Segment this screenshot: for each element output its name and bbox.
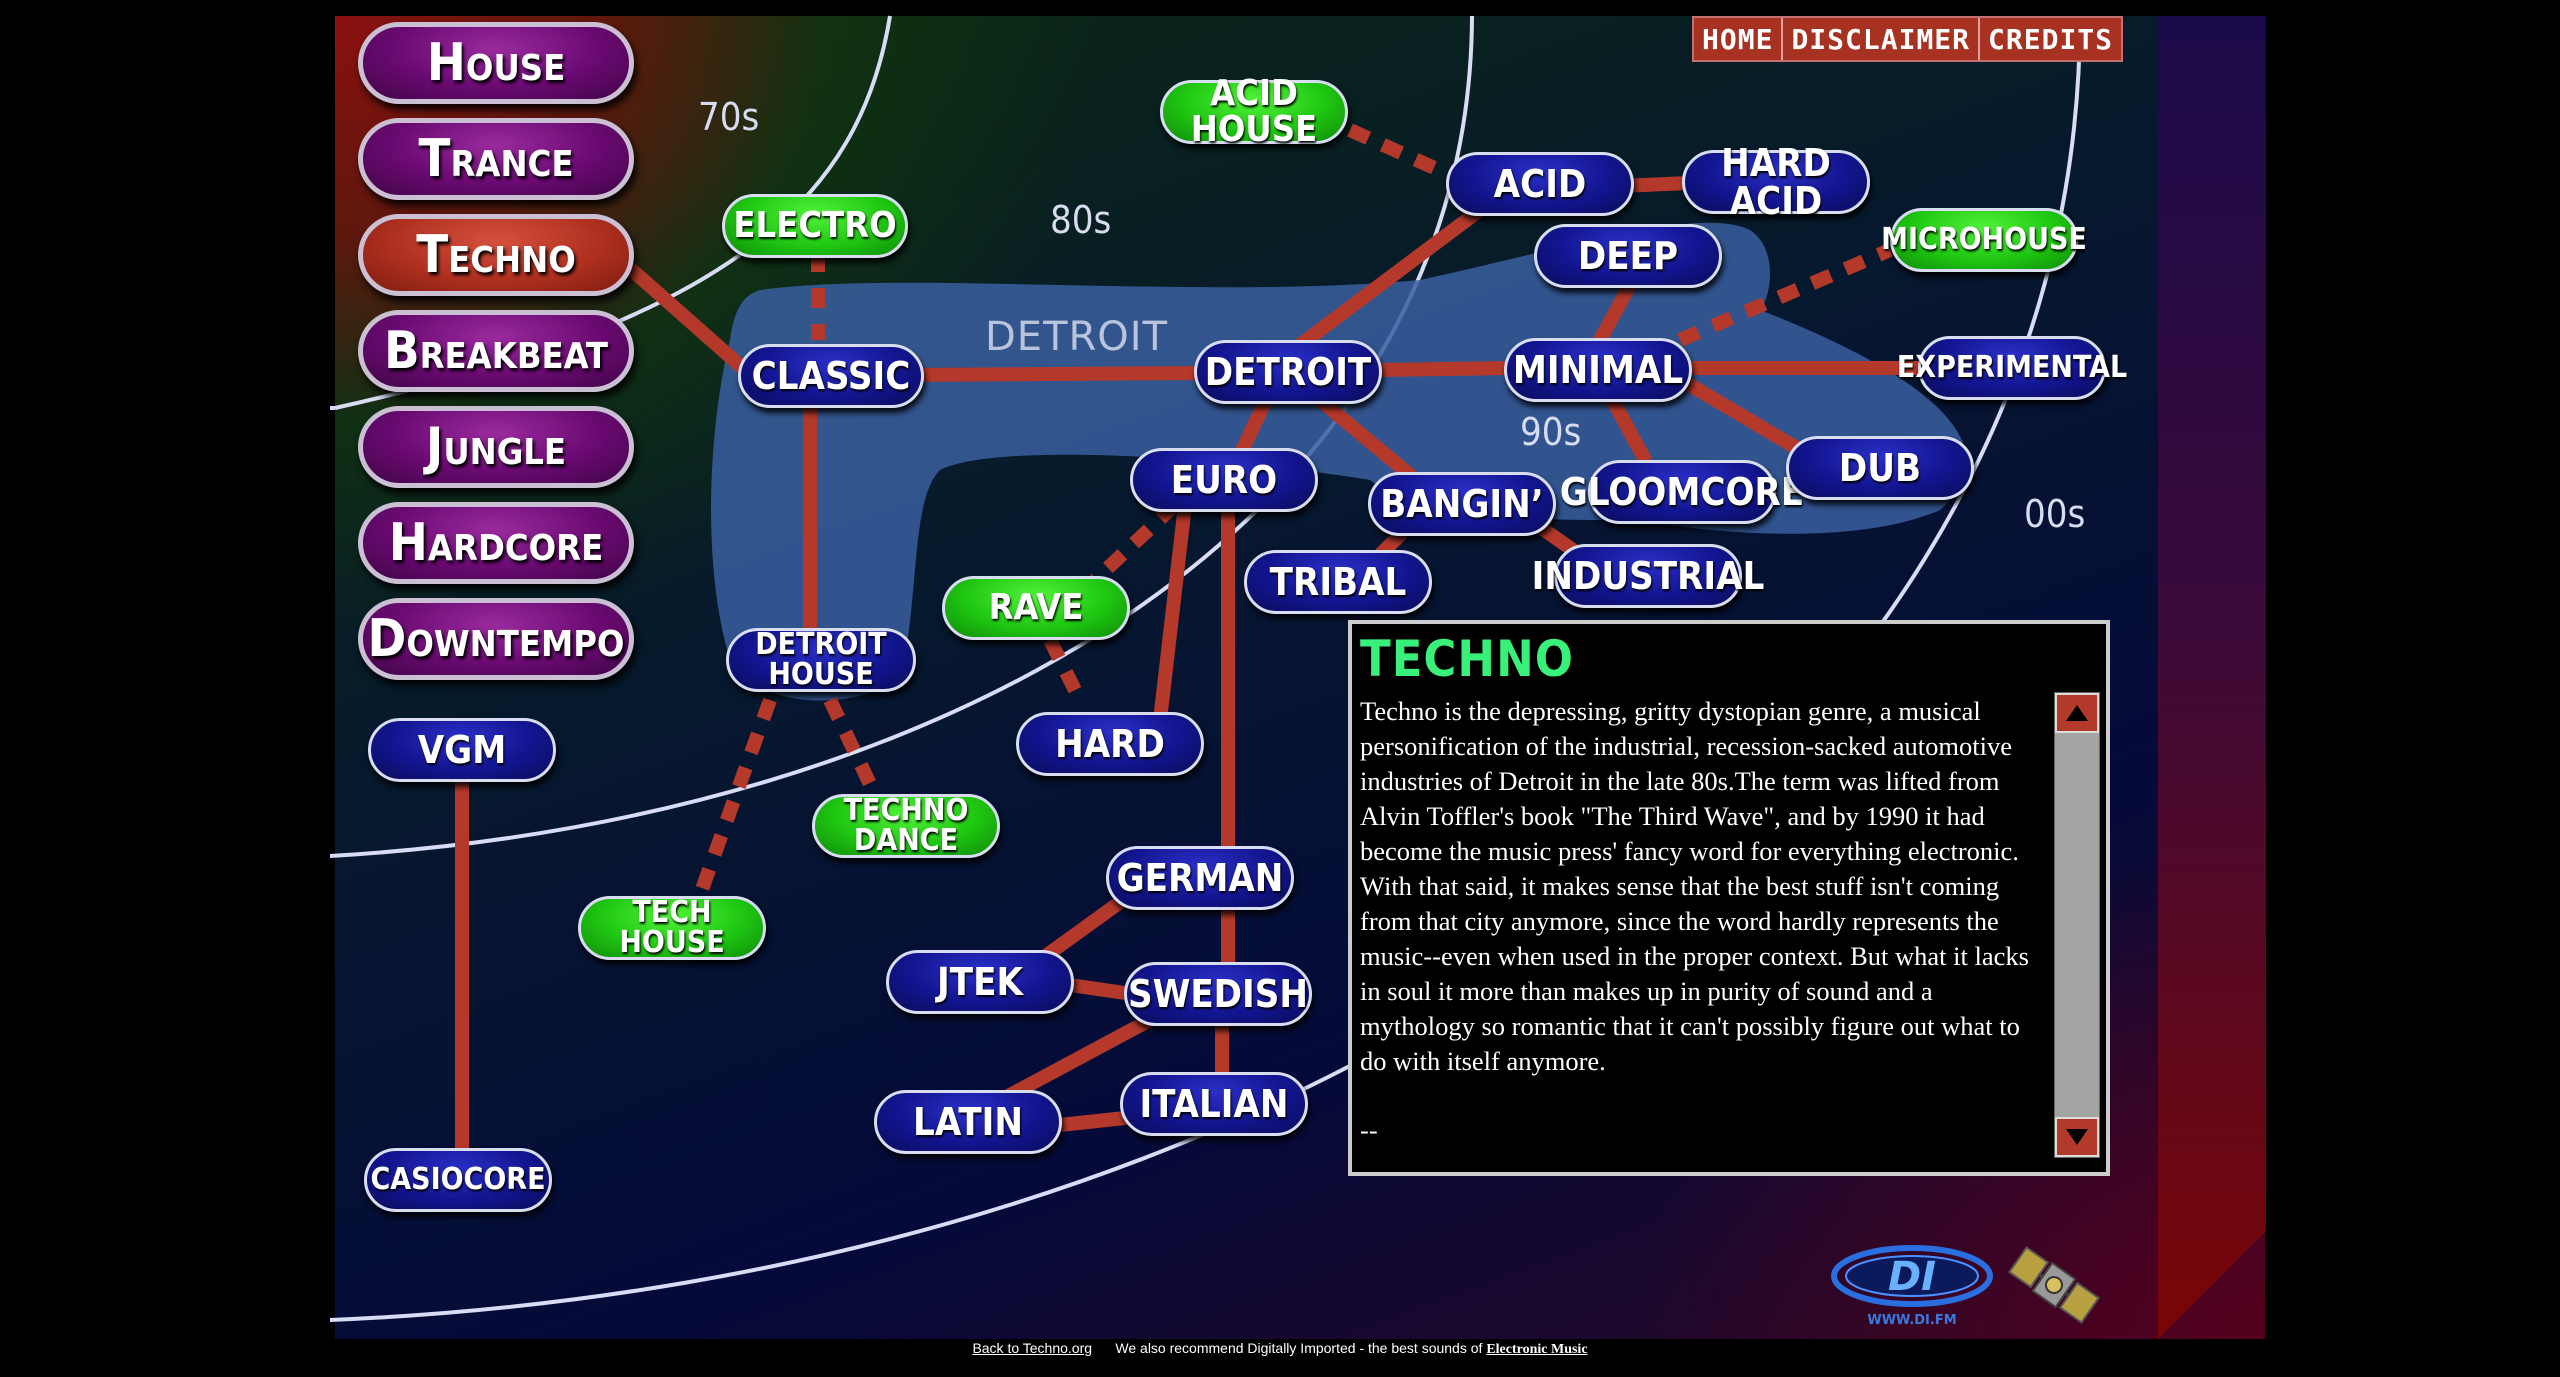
node-euro[interactable]: EURO [1130, 448, 1318, 512]
node-latin[interactable]: LATIN [874, 1090, 1062, 1154]
node-tech-house-line2: HOUSE [619, 925, 725, 960]
node-industrial[interactable]: INDUSTRIAL [1532, 544, 1764, 608]
node-detroit-house-line2: HOUSE [768, 657, 874, 692]
di-fm-logo-icon[interactable]: DI WWW.DI.FM [1830, 1240, 2000, 1330]
genre-button-downtempo[interactable]: Downtempo [358, 598, 634, 680]
region-label-detroit: DETROIT [985, 314, 1169, 360]
node-experimental[interactable]: EXPERIMENTAL [1897, 336, 2127, 400]
side-wall-decoration [2158, 16, 2266, 1339]
genre-info-box: TECHNO Techno is the depressing, gritty … [1348, 620, 2110, 1176]
node-microhouse[interactable]: MICROHOUSE [1881, 208, 2087, 272]
scroll-down-arrow-icon [2066, 1129, 2088, 1145]
node-acid-house[interactable]: ACID HOUSE [1160, 76, 1348, 148]
node-casiocore[interactable]: CASIOCORE [364, 1148, 552, 1212]
era-label-90s: 90s [1520, 410, 1582, 454]
back-to-techno-link[interactable]: Back to Techno.org [972, 1340, 1093, 1356]
genre-button-techno[interactable]: Techno [358, 214, 634, 296]
footer-recommend-text: We also recommend Digitally Imported - t… [1115, 1340, 1483, 1356]
node-dub[interactable]: DUB [1786, 436, 1974, 500]
node-detroit[interactable]: DETROIT [1194, 340, 1382, 404]
scroll-up-arrow-icon [2066, 705, 2088, 721]
info-tail: -- [1360, 1115, 1378, 1145]
node-vgm[interactable]: VGM [368, 718, 556, 782]
satellite-icon[interactable] [2004, 1240, 2104, 1330]
genre-button-hardcore[interactable]: Hardcore [358, 502, 634, 584]
node-electro[interactable]: ELECTRO [722, 194, 908, 258]
era-label-80s: 80s [1050, 198, 1112, 242]
di-logo-text: DI [1888, 1254, 1936, 1300]
genre-button-breakbeat[interactable]: Breakbeat [358, 310, 634, 392]
electronic-music-link[interactable]: Electronic Music [1486, 1342, 1588, 1357]
scroll-up-button[interactable] [2055, 693, 2099, 733]
node-minimal[interactable]: MINIMAL [1504, 338, 1692, 402]
info-scrollbar[interactable] [2054, 692, 2100, 1158]
scroll-track[interactable] [2055, 733, 2099, 1117]
node-rave[interactable]: RAVE [942, 576, 1130, 640]
node-hard[interactable]: HARD [1016, 712, 1204, 776]
node-bangin[interactable]: BANGIN’ [1368, 472, 1556, 536]
info-title: TECHNO [1360, 630, 1574, 688]
node-classic[interactable]: CLASSIC [738, 344, 924, 408]
node-tech-house[interactable]: TECH HOUSE [578, 896, 766, 960]
era-label-00s: 00s [2024, 492, 2086, 536]
genre-button-jungle[interactable]: Jungle [358, 406, 634, 488]
era-label-70s: 70s [698, 95, 760, 139]
nav-home-link[interactable]: HOME [1694, 18, 1784, 60]
node-swedish[interactable]: SWEDISH [1124, 962, 1312, 1026]
info-body: Techno is the depressing, gritty dystopi… [1360, 696, 2029, 1076]
node-german[interactable]: GERMAN [1106, 846, 1294, 910]
info-text[interactable]: Techno is the depressing, gritty dystopi… [1360, 694, 2040, 1148]
node-italian[interactable]: ITALIAN [1120, 1072, 1308, 1136]
node-acid[interactable]: ACID [1446, 152, 1634, 216]
di-logo-url: WWW.DI.FM [1867, 1313, 1956, 1328]
node-detroit-house[interactable]: DETROIT HOUSE [726, 628, 916, 692]
nav-disclaimer-link[interactable]: DISCLAIMER [1783, 18, 1981, 60]
node-tech-house-line1: TECH [632, 895, 712, 930]
scroll-down-button[interactable] [2055, 1117, 2099, 1157]
top-nav: HOME DISCLAIMER CREDITS [1692, 16, 2124, 62]
genre-button-trance[interactable]: Trance [358, 118, 634, 200]
node-deep[interactable]: DEEP [1534, 224, 1722, 288]
node-hard-acid[interactable]: HARD ACID [1682, 144, 1870, 220]
genre-button-house[interactable]: House [358, 22, 634, 104]
node-gloomcore[interactable]: GLOOMCORE [1560, 460, 1804, 524]
nav-credits-link[interactable]: CREDITS [1980, 18, 2122, 60]
node-tribal[interactable]: TRIBAL [1244, 550, 1432, 614]
footer: Back to Techno.org We also recommend Dig… [0, 1340, 2560, 1358]
node-detroit-house-line1: DETROIT [755, 627, 887, 662]
node-techno-dance[interactable]: TECHNO DANCE [812, 794, 1000, 858]
node-jtek[interactable]: JTEK [886, 950, 1074, 1014]
